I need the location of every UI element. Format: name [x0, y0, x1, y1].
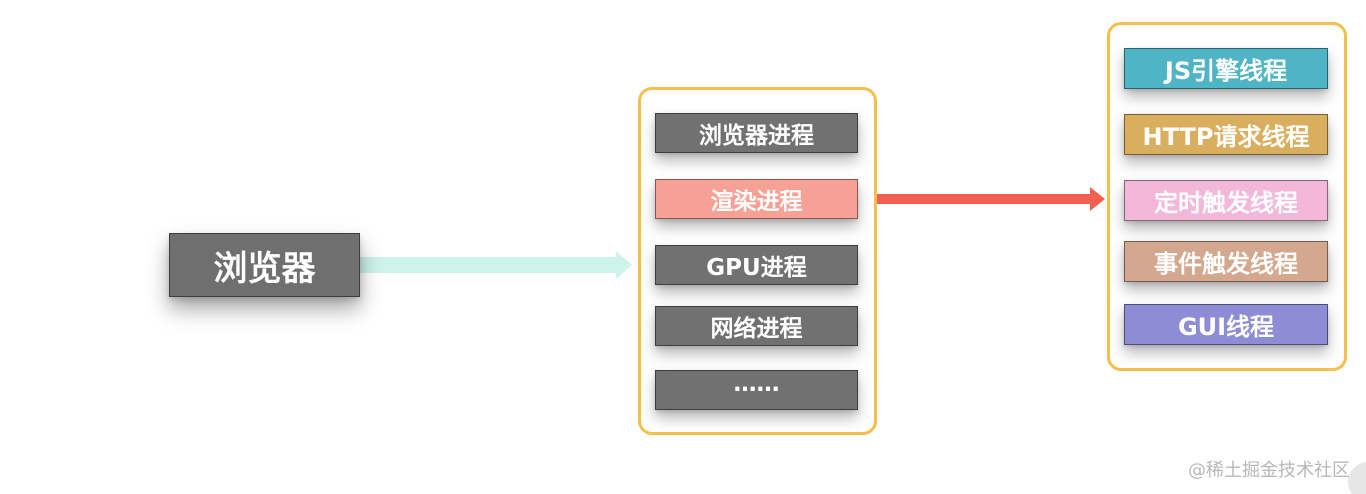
thread-gui: GUI线程: [1124, 304, 1328, 345]
thread-js-engine: JS引擎线程: [1124, 48, 1328, 89]
process-browser: 浏览器进程: [655, 113, 858, 153]
browser-node: 浏览器: [169, 233, 360, 297]
process-gpu: GPU进程: [655, 245, 858, 285]
thread-http-request: HTTP请求线程: [1124, 114, 1328, 155]
process-label: ……: [733, 371, 780, 397]
arrow-browser-to-processes: [360, 251, 632, 279]
thread-label: HTTP请求线程: [1142, 123, 1310, 151]
thread-timer-trigger: 定时触发线程: [1124, 180, 1328, 221]
thread-label: 定时触发线程: [1154, 189, 1298, 217]
process-network: 网络进程: [655, 306, 858, 346]
process-more: ……: [655, 370, 858, 410]
process-render: 渲染进程: [655, 179, 858, 219]
thread-label: GUI线程: [1177, 313, 1275, 341]
arrow-render-to-threads: [858, 187, 1105, 211]
thread-label: 事件触发线程: [1154, 250, 1298, 278]
process-label: 浏览器进程: [699, 123, 814, 149]
process-label: 网络进程: [710, 316, 803, 342]
thread-label: JS引擎线程: [1164, 57, 1288, 85]
thread-event-trigger: 事件触发线程: [1124, 241, 1328, 282]
process-label: GPU进程: [706, 255, 807, 281]
watermark: @稀土掘金技术社区: [1188, 460, 1350, 481]
corner-decoration: [1348, 462, 1366, 494]
process-label: 渲染进程: [710, 189, 803, 215]
browser-label: 浏览器: [213, 248, 316, 289]
